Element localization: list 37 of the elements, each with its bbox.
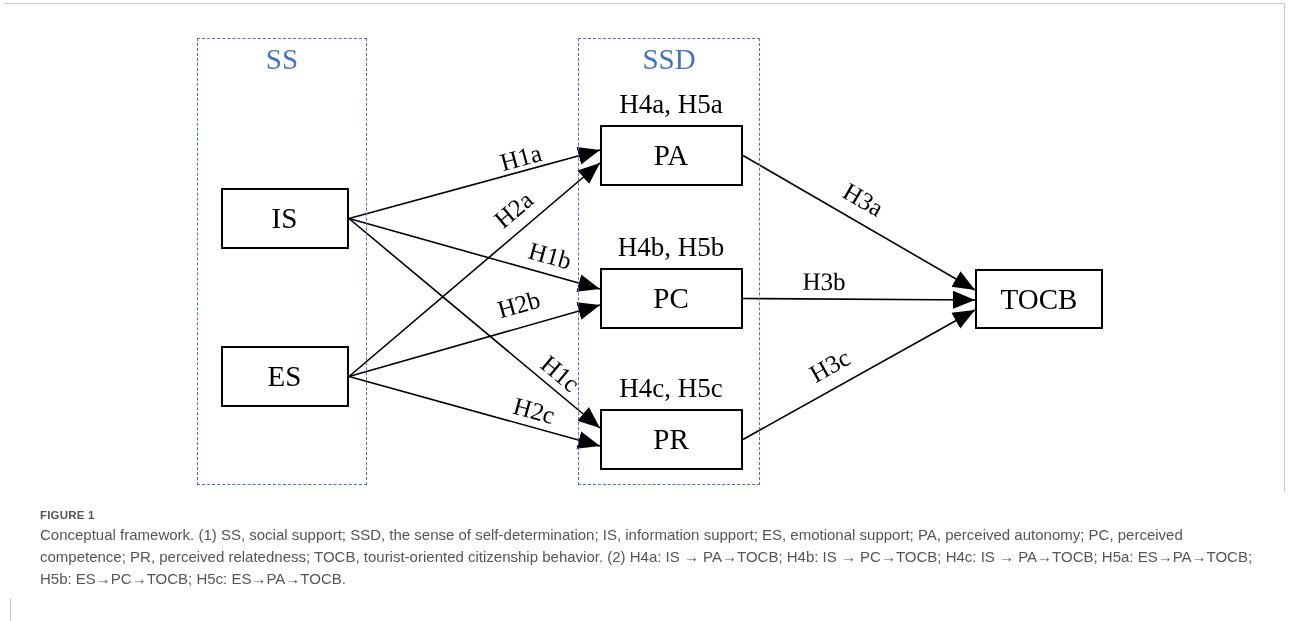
construct-label: PR	[653, 423, 689, 455]
arrow	[348, 217, 601, 429]
arrow	[348, 162, 601, 378]
edge-label: H3c	[805, 344, 855, 388]
edge-label: H3a	[838, 178, 888, 222]
arrow	[348, 375, 601, 449]
edge-label: H3b	[802, 268, 846, 296]
construct-box	[599, 267, 743, 329]
hypothesis-label: H4b, H5b	[617, 232, 725, 262]
figure-number: FIGURE 1	[40, 509, 95, 521]
arrow	[742, 290, 976, 309]
edge-label: H2b	[494, 286, 543, 324]
arrow	[742, 309, 976, 441]
arrow	[348, 147, 601, 220]
construct-label: PA	[653, 139, 689, 171]
edge-label: H2a	[489, 186, 539, 234]
arrow	[742, 154, 976, 291]
group-frame	[578, 38, 760, 485]
construct-label: TOCB	[1000, 283, 1078, 315]
construct-box	[599, 408, 743, 470]
edge-label: H1b	[525, 237, 574, 275]
group-title: SSD	[641, 42, 697, 77]
construct-box	[975, 269, 1103, 329]
hypothesis-label: H4a, H5a	[619, 89, 723, 119]
construct-label: PC	[653, 282, 689, 314]
figure-caption: Conceptual framework. (1) SS, social support; SSD, the sense of self-determination; IS, information support; ES, emotional support; PA, perceived autonomy; PC, perceived competence; PR, perceived relatedness; TOCB, tourist-oriented citizenship behavior. (2) H4a: IS → PA→TOCB; H4b: IS → PC→TOCB; H4c: IS → PA→TOCB; H5a: ES→PA→TOCB; H5b: ES→PC→TOCB; H5c: ES→PA→TOCB.	[40, 525, 1254, 589]
edge-label: H1a	[497, 140, 545, 176]
group-title: SS	[264, 42, 300, 77]
group-frame	[197, 38, 367, 485]
construct-box	[599, 124, 743, 186]
construct-label: ES	[267, 360, 302, 392]
construct-box	[220, 187, 349, 249]
arrow	[348, 217, 601, 292]
arrow	[348, 302, 601, 378]
hypothesis-label: H4c, H5c	[619, 373, 723, 403]
construct-label: IS	[271, 202, 298, 234]
construct-box	[220, 345, 349, 407]
